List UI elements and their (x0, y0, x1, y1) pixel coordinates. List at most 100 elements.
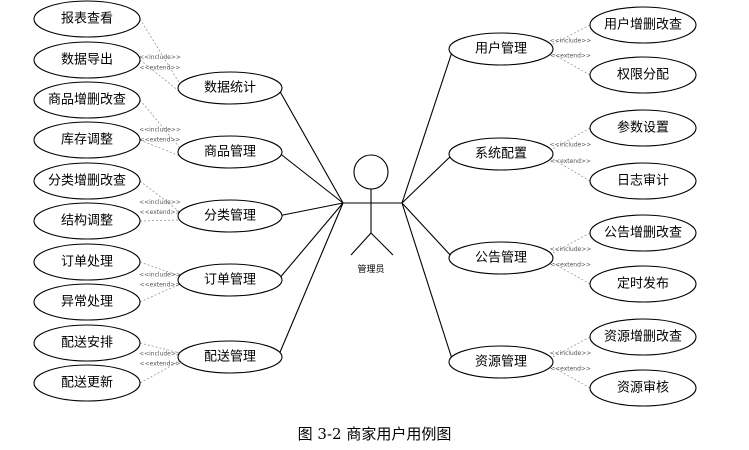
group-right-4-association (401, 202, 454, 363)
group-right-2-include-stereotype: <<include>> (550, 142, 592, 149)
group-left-5-extend-use-case-label: 配送更新 (61, 375, 113, 391)
group-left-4-extend-line (139, 283, 181, 303)
figure-caption: 图 3-2 商家用户用例图 (297, 425, 452, 443)
group-right-3-extend-line (550, 261, 591, 285)
group-left-1-extend-use-case-label: 数据导出 (61, 53, 113, 68)
group-left-5-include-stereotype: <<include>> (139, 351, 181, 358)
actor-left-leg (350, 232, 372, 256)
group-right-1-extend-use-case (589, 56, 697, 94)
group-left-5-association (277, 202, 344, 358)
actor-head (353, 154, 389, 190)
group-left-2-extend-line (139, 139, 181, 157)
group-left-1-association (277, 87, 344, 204)
actor-right-leg (370, 232, 394, 256)
group-right-4-include-use-case-label: 资源增删改查 (604, 330, 682, 345)
group-left-5-include-use-case (33, 324, 141, 362)
group-left-4-association (277, 202, 344, 281)
group-right-2-include-use-case-label: 参数设置 (617, 120, 669, 136)
group-left-3-association (277, 202, 344, 217)
group-left-3-include-use-case (33, 162, 141, 200)
group-left-3-extend-line (139, 219, 181, 222)
group-right-1-association (401, 48, 454, 204)
group-left-1-extend-use-case (33, 41, 141, 79)
group-right-2-use-case (448, 137, 554, 171)
group-right-4-use-case-label: 资源管理 (475, 355, 527, 370)
group-right-2-extend-use-case (589, 162, 697, 200)
group-left-1-extend-stereotype: <<extend>> (140, 65, 181, 72)
group-right-4-extend-stereotype: <<extend>> (550, 366, 591, 373)
group-left-2-include-line (139, 99, 181, 149)
group-left-3-use-case-label: 分类管理 (204, 209, 256, 224)
group-right-1-use-case (448, 32, 554, 66)
group-left-2-include-use-case (33, 81, 141, 119)
group-left-2-extend-stereotype: <<extend>> (140, 137, 181, 144)
actor-label: 管理员 (357, 263, 384, 275)
group-left-1-use-case (177, 71, 283, 105)
group-left-4-use-case-label: 订单管理 (204, 273, 256, 288)
group-left-5-include-use-case-label: 配送安排 (61, 336, 113, 351)
group-left-5-use-case (177, 340, 283, 374)
group-right-1-extend-line (550, 52, 591, 76)
group-right-3-association (401, 202, 454, 259)
group-right-1-use-case-label: 用户管理 (475, 41, 527, 57)
group-right-4-include-stereotype: <<include>> (550, 350, 592, 357)
group-left-4-include-line (139, 261, 181, 277)
group-right-3-extend-use-case-label: 定时发布 (617, 276, 669, 292)
group-left-2-extend-use-case (33, 121, 141, 159)
group-left-1-include-use-case-label: 报表查看 (61, 11, 113, 27)
group-right-1-include-line (550, 24, 591, 46)
group-right-3-include-stereotype: <<include>> (550, 246, 592, 253)
group-right-4-include-line (550, 336, 591, 359)
group-left-2-include-use-case-label: 商品增删改查 (48, 93, 126, 108)
group-left-3-include-stereotype: <<include>> (139, 199, 181, 206)
group-right-2-include-line (550, 127, 591, 151)
group-left-3-include-use-case-label: 分类增删改查 (48, 174, 126, 189)
group-right-1-include-use-case (589, 6, 697, 44)
group-left-3-extend-stereotype: <<extend>> (140, 209, 181, 216)
group-left-4-extend-use-case (33, 283, 141, 321)
group-right-2-include-use-case (589, 109, 697, 147)
group-right-3-include-use-case-label: 公告增删改查 (604, 226, 682, 241)
group-left-1-include-stereotype: <<include>> (139, 54, 181, 61)
group-left-2-use-case (177, 135, 283, 169)
group-left-5-extend-stereotype: <<extend>> (140, 361, 181, 368)
group-right-2-use-case-label: 系统配置 (475, 147, 527, 162)
group-right-1-extend-use-case-label: 权限分配 (617, 67, 669, 83)
group-right-4-extend-use-case (589, 369, 697, 407)
group-left-3-extend-use-case-label: 结构调整 (61, 214, 113, 229)
group-right-2-association (401, 153, 454, 204)
group-right-1-extend-stereotype: <<extend>> (550, 53, 591, 60)
group-right-4-extend-use-case-label: 资源审核 (617, 381, 669, 396)
group-left-4-include-use-case (33, 243, 141, 281)
group-right-2-extend-stereotype: <<extend>> (550, 158, 591, 165)
group-right-2-extend-line (550, 157, 591, 182)
group-right-1-include-use-case-label: 用户增删改查 (604, 17, 682, 33)
group-left-2-include-stereotype: <<include>> (139, 127, 181, 134)
group-left-2-association (277, 151, 344, 204)
group-left-4-include-stereotype: <<include>> (139, 272, 181, 279)
group-left-1-extend-line (139, 59, 181, 93)
group-right-4-use-case (448, 345, 554, 379)
group-left-2-extend-use-case-label: 库存调整 (61, 132, 113, 148)
group-right-3-use-case-label: 公告管理 (475, 251, 527, 266)
group-left-4-include-use-case-label: 订单处理 (61, 255, 113, 270)
group-left-4-use-case (177, 263, 283, 297)
group-right-4-include-use-case (589, 318, 697, 356)
group-left-4-extend-use-case-label: 异常处理 (61, 295, 113, 310)
group-left-5-use-case-label: 配送管理 (204, 350, 256, 365)
group-left-1-use-case-label: 数据统计 (204, 81, 256, 96)
group-right-3-extend-stereotype: <<extend>> (550, 262, 591, 269)
group-left-1-include-use-case (33, 0, 141, 38)
group-left-3-include-line (139, 180, 181, 213)
group-left-3-extend-use-case (33, 202, 141, 240)
group-left-1-include-line (139, 18, 181, 85)
group-left-4-extend-stereotype: <<extend>> (140, 282, 181, 289)
group-left-3-use-case (177, 199, 283, 233)
group-right-1-include-stereotype: <<include>> (550, 38, 592, 45)
group-left-2-use-case-label: 商品管理 (204, 145, 256, 160)
group-left-5-include-line (139, 342, 181, 354)
group-right-3-include-line (550, 232, 591, 255)
group-left-5-extend-use-case (33, 364, 141, 402)
group-right-3-extend-use-case (589, 265, 697, 303)
